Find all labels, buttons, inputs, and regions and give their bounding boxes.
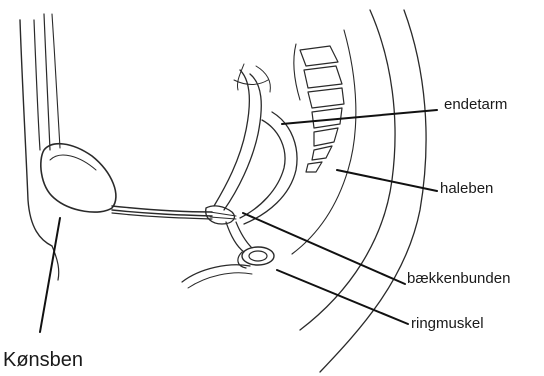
label-haleben: haleben — [440, 181, 493, 196]
label-ringmuskel: ringmuskel — [411, 316, 484, 331]
coccyx-drawing — [294, 44, 344, 172]
leader-ringmuskel — [277, 270, 408, 324]
label-baekkenbunden: bækkenbunden — [407, 271, 510, 286]
leader-haleben — [337, 170, 437, 191]
label-konsben: Kønsben — [3, 350, 83, 370]
pubic-bone-drawing — [20, 14, 116, 280]
label-endetarm: endetarm — [444, 97, 507, 112]
pelvic-floor-band — [112, 206, 236, 224]
leader-endetarm — [282, 110, 437, 124]
body-contours — [182, 10, 426, 372]
rectum-drawing — [214, 64, 297, 252]
leader-konsben — [40, 218, 60, 332]
leader-lines — [40, 110, 437, 332]
